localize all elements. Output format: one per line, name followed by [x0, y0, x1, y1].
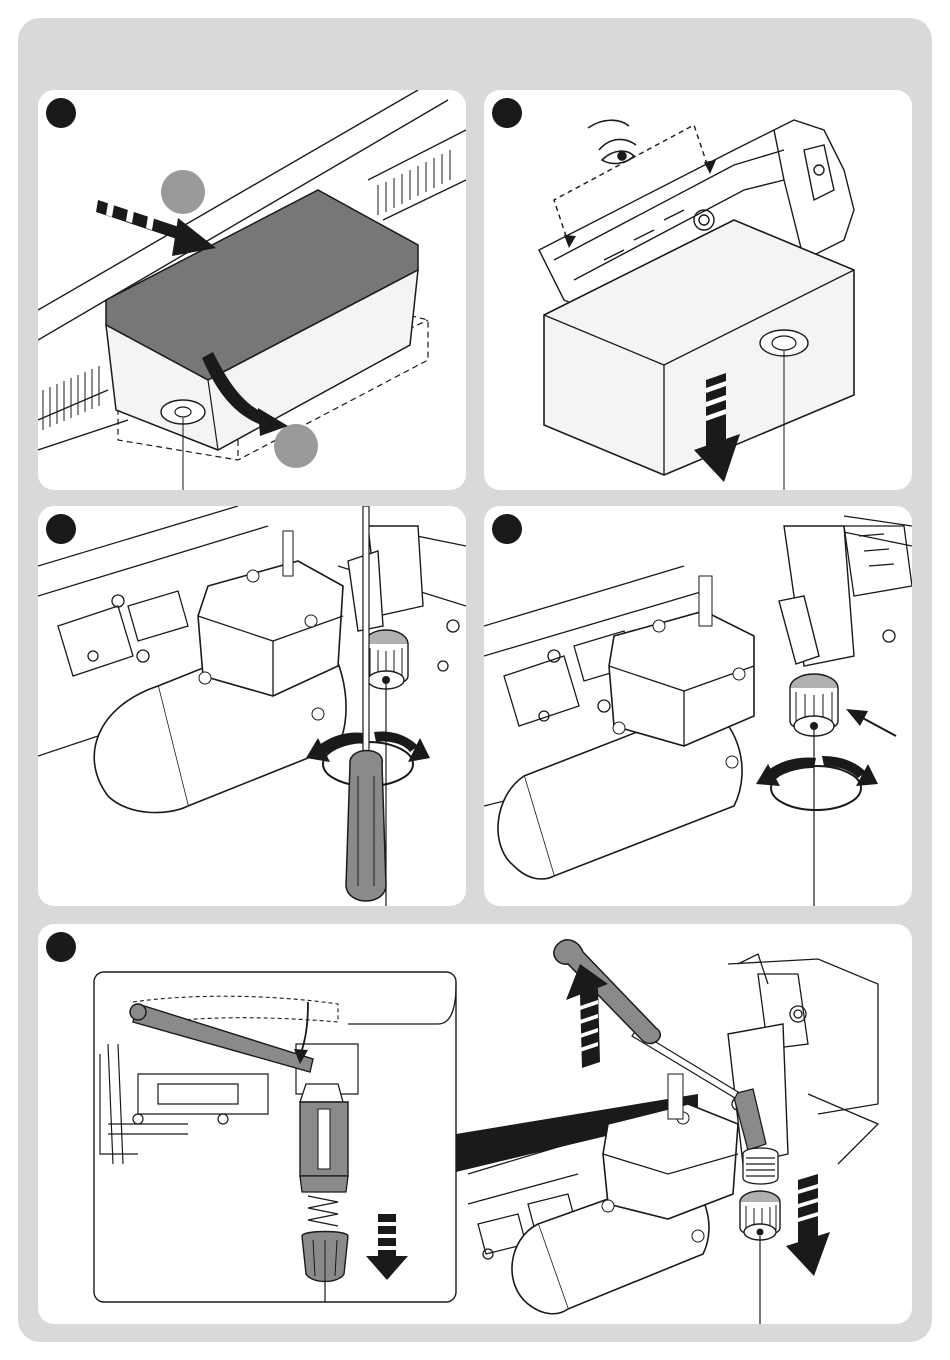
step-4-illustration [484, 506, 912, 906]
step-3-illustration [38, 506, 466, 906]
step-4-marker [492, 514, 522, 544]
pointer-arrow-icon [846, 709, 896, 736]
hatched-arrow-icon [566, 964, 608, 1068]
step-4-panel [484, 506, 912, 906]
hatched-arrow-icon [96, 200, 216, 256]
step-3-marker [46, 514, 76, 544]
step-2-marker [492, 98, 522, 128]
step-2-illustration [484, 90, 912, 490]
step-1-marker [46, 98, 76, 128]
instruction-sheet [18, 18, 932, 1342]
step-3-panel [38, 506, 466, 906]
eye-icon [588, 120, 636, 163]
step-5-marker [46, 932, 76, 962]
step-5-illustration [38, 924, 912, 1324]
step-2-panel [484, 90, 912, 490]
rotation-arrow-icon [756, 756, 878, 810]
step-1-illustration [38, 90, 466, 490]
hatched-arrow-icon [786, 1174, 830, 1276]
step-1-panel [38, 90, 466, 490]
step-5-panel [38, 924, 912, 1324]
callout-marker-a [161, 170, 205, 214]
callout-marker-b [274, 424, 318, 468]
